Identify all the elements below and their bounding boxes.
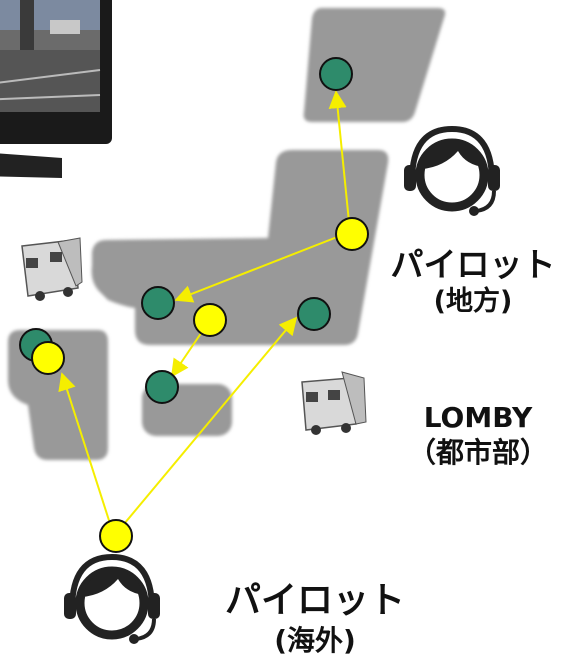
- pilot-overseas-title: パイロット: [224, 580, 405, 621]
- robot-node-honshu-west: [141, 286, 175, 320]
- link-region-to-hokkaido: [328, 90, 351, 233]
- pilot-node-kyushu: [31, 341, 65, 375]
- robot-nodes: [19, 57, 353, 404]
- pilot-region-title: パイロット: [390, 245, 556, 284]
- robot-node-shikoku: [145, 370, 179, 404]
- robot-icon: [301, 371, 367, 435]
- pilot-nodes: [31, 217, 369, 553]
- operator-headset-icon: [404, 125, 500, 216]
- pilot-overseas-subtitle: (海外): [274, 624, 356, 657]
- connection-arrows: [58, 90, 351, 537]
- link-overseas-to-kyushu: [58, 372, 115, 537]
- robot-node-honshu-east: [297, 297, 331, 331]
- pilot-node-mid: [193, 303, 227, 337]
- pilot-node-overseas: [99, 519, 133, 553]
- link-region-to-honshu-west: [174, 231, 351, 303]
- pilot-region-subtitle: (地方): [433, 286, 513, 318]
- lomby-title: LOMBY: [423, 401, 533, 434]
- lomby-subtitle: （都市部）: [407, 436, 548, 469]
- pilot-node-region: [335, 217, 369, 251]
- robot-node-hokkaido: [319, 57, 353, 91]
- robot-icon: [21, 237, 83, 301]
- pilot-region-label: パイロット (地方): [378, 244, 568, 319]
- operator-headset-icon: [64, 553, 160, 644]
- link-overseas-to-honshu-east: [113, 316, 298, 537]
- monitor-icon: [0, 0, 112, 178]
- lomby-label: LOMBY （都市部）: [386, 400, 570, 470]
- pilot-overseas-label: パイロット (海外): [210, 578, 420, 658]
